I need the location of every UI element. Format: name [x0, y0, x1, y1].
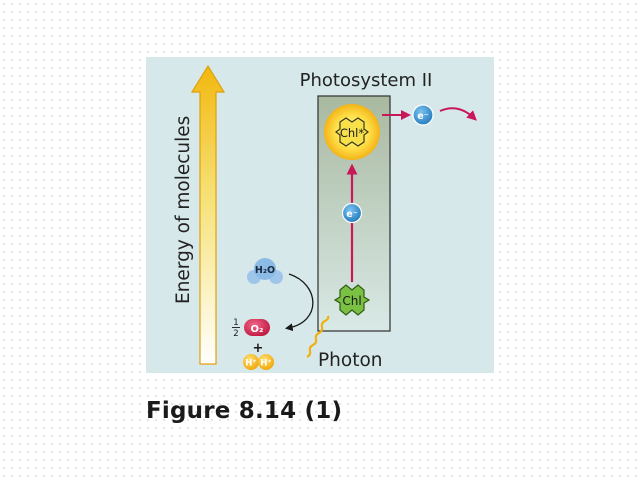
proton-label-2: H⁺ [260, 359, 272, 369]
water-label: H₂O [255, 265, 275, 276]
chl-excited-label: Chl* [340, 126, 365, 140]
half-denominator: 2 [233, 329, 238, 339]
proton-label-1: H⁺ [245, 359, 257, 369]
figure-caption: Figure 8.14 (1) [146, 398, 343, 424]
photosystem-title: Photosystem II [300, 70, 433, 91]
water-molecule [247, 258, 283, 284]
oxygen-label: O₂ [251, 324, 264, 335]
electron-label-inner: e⁻ [346, 209, 357, 220]
water-splitting-arrow [284, 273, 314, 332]
photon-wave [306, 315, 330, 358]
half-numerator: 1 [233, 318, 238, 328]
electron-exit-curve [439, 107, 477, 121]
energy-axis-label: Energy of molecules [173, 116, 194, 304]
plus-sign: + [253, 341, 264, 356]
electron-badge-outer [412, 104, 434, 126]
ground-chlorophyll [333, 284, 371, 316]
electron-label-outer: e⁻ [417, 111, 428, 122]
proton-badges [243, 354, 274, 370]
photon-label: Photon [318, 350, 383, 371]
excited-chlorophyll [324, 104, 380, 160]
oxygen-badge [244, 319, 270, 336]
energy-arrow [190, 64, 226, 365]
electron-badge-inner [341, 202, 363, 224]
chl-ground-label: Chl [342, 294, 361, 308]
